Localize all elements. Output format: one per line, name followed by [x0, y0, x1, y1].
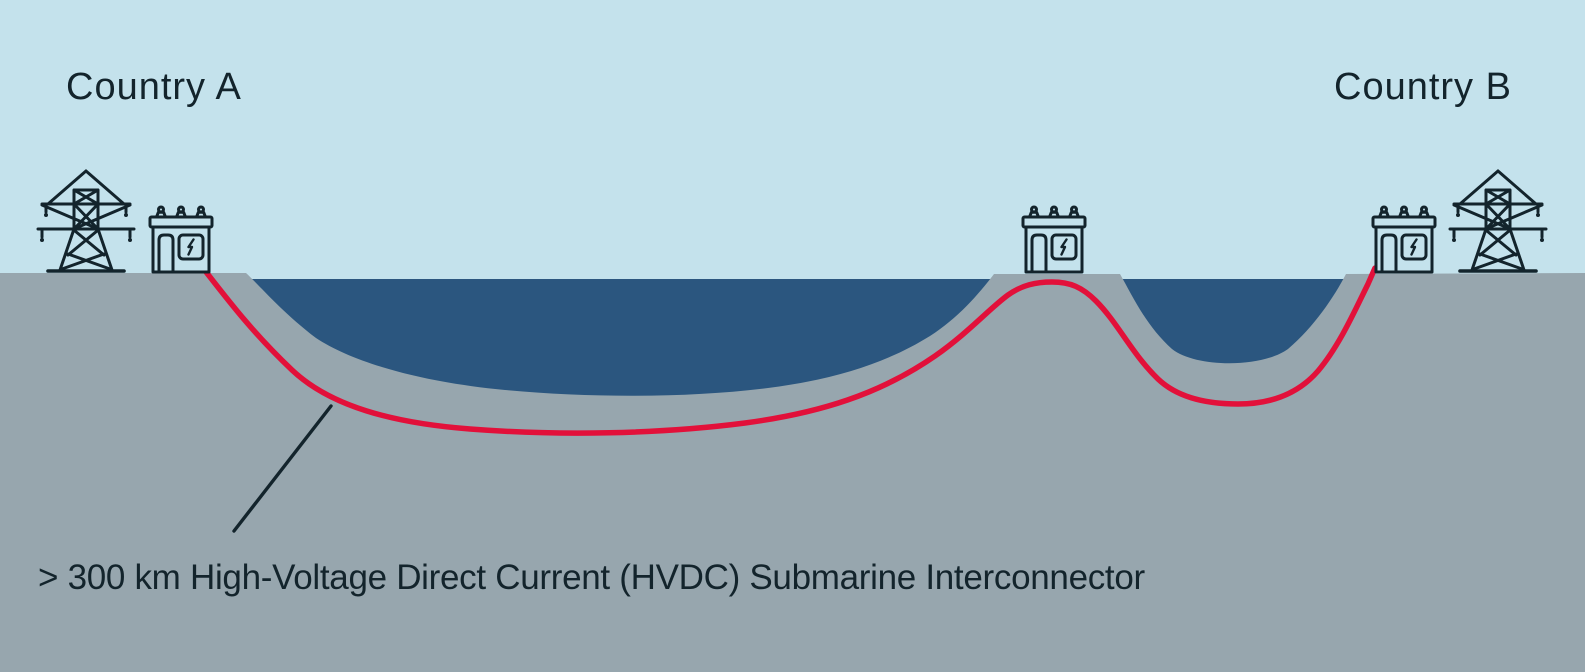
country-b-label: Country B: [1334, 66, 1512, 108]
country-a-label: Country A: [66, 66, 242, 108]
seabed-ground: [0, 273, 1585, 672]
converter-station-icon-left: [148, 205, 214, 274]
converter-station-icon-right: [1371, 205, 1437, 274]
annotation-pointer-line: [232, 404, 333, 533]
converter-station-icon-middle: [1021, 205, 1087, 274]
cable-description-label: > 300 km High-Voltage Direct Current (HV…: [38, 558, 1145, 597]
submarine-cable: [200, 265, 1378, 436]
